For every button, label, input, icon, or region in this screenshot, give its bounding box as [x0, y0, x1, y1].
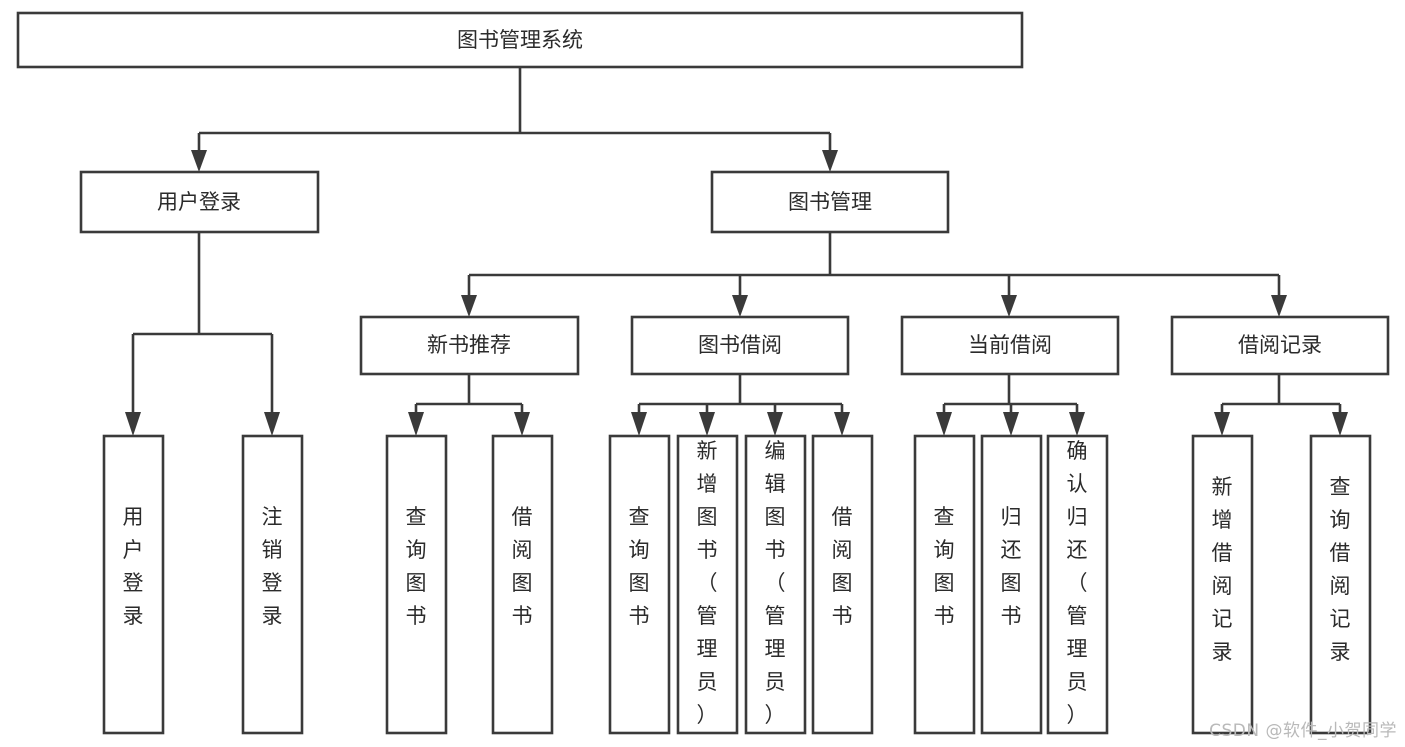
connector-layer	[125, 67, 1348, 436]
node-label-leaf-query-borrow-record: 查询借阅记录	[1330, 475, 1351, 664]
node-leaf-logout[interactable]: 注销登录	[241, 434, 304, 735]
arrow-head-icon	[1003, 412, 1019, 436]
node-leaf-return-book[interactable]: 归还图书	[980, 434, 1043, 735]
node-leaf-user-login[interactable]: 用户登录	[102, 434, 165, 735]
node-box	[359, 315, 580, 376]
arrow-head-icon	[822, 150, 838, 172]
node-book-borrow[interactable]: 图书借阅	[630, 315, 850, 376]
node-label-leaf-query-book: 查询图书	[934, 505, 955, 628]
node-leaf-query-borrow-record[interactable]: 查询借阅记录	[1309, 434, 1372, 735]
node-label-root: 图书管理系统	[457, 28, 583, 52]
node-label-leaf-borrow-book: 借阅图书	[832, 505, 853, 628]
node-label-borrow-record: 借阅记录	[1238, 333, 1322, 357]
node-box	[1046, 434, 1109, 735]
node-box	[913, 434, 976, 735]
arrow-head-icon	[1332, 412, 1348, 436]
node-label-leaf-query-book: 查询图书	[629, 505, 650, 628]
node-label-user-login: 用户登录	[157, 190, 241, 214]
node-box	[79, 170, 320, 234]
node-box	[102, 434, 165, 735]
arrow-head-icon	[936, 412, 952, 436]
arrow-head-icon	[732, 295, 748, 317]
node-label-leaf-return-book: 归还图书	[1001, 505, 1022, 628]
node-label-leaf-user-login: 用户登录	[123, 505, 144, 628]
node-label-leaf-edit-book: 编辑图书（管理员）	[765, 439, 786, 727]
node-box	[16, 11, 1024, 69]
arrow-head-icon	[125, 412, 141, 436]
node-borrow-record[interactable]: 借阅记录	[1170, 315, 1390, 376]
node-leaf-query-book-1[interactable]: 查询图书	[385, 434, 448, 735]
node-label-book-management: 图书管理	[788, 190, 872, 214]
node-box	[630, 315, 850, 376]
arrow-head-icon	[461, 295, 477, 317]
arrow-head-icon	[1001, 295, 1017, 317]
node-label-leaf-query-book: 查询图书	[406, 505, 427, 628]
arrow-head-icon	[514, 412, 530, 436]
node-label-leaf-borrow-book: 借阅图书	[512, 505, 533, 628]
arrow-head-icon	[699, 412, 715, 436]
node-label-leaf-logout: 注销登录	[262, 505, 283, 628]
arrow-head-icon	[1214, 412, 1230, 436]
arrow-head-icon	[1271, 295, 1287, 317]
node-leaf-query-book-3[interactable]: 查询图书	[913, 434, 976, 735]
node-box	[608, 434, 671, 735]
node-user-login[interactable]: 用户登录	[79, 170, 320, 234]
node-box	[811, 434, 874, 735]
arrow-head-icon	[767, 412, 783, 436]
node-label-leaf-confirm-return: 确认归还（管理员）	[1067, 439, 1088, 727]
node-leaf-confirm-return[interactable]: 确认归还（管理员）	[1046, 434, 1109, 735]
node-box	[744, 434, 807, 735]
node-box	[1309, 434, 1372, 735]
node-box	[900, 315, 1120, 376]
arrow-head-icon	[191, 150, 207, 172]
arrow-head-icon	[631, 412, 647, 436]
node-box	[1170, 315, 1390, 376]
node-leaf-borrow-book-2[interactable]: 借阅图书	[811, 434, 874, 735]
arrow-head-icon	[1069, 412, 1085, 436]
node-book-management[interactable]: 图书管理	[710, 170, 950, 234]
node-label-leaf-add-book: 新增图书（管理员）	[697, 439, 718, 727]
node-box	[710, 170, 950, 234]
node-new-book-recommend[interactable]: 新书推荐	[359, 315, 580, 376]
node-box	[676, 434, 739, 735]
node-box	[385, 434, 448, 735]
node-label-leaf-add-borrow-record: 新增借阅记录	[1212, 475, 1233, 664]
node-label-new-book-recommend: 新书推荐	[427, 333, 511, 357]
node-box	[241, 434, 304, 735]
arrow-head-icon	[408, 412, 424, 436]
node-leaf-query-book-2[interactable]: 查询图书	[608, 434, 671, 735]
node-box	[491, 434, 554, 735]
arrow-head-icon	[264, 412, 280, 436]
csdn-watermark: CSDN @软件_小贺同学	[1209, 721, 1397, 741]
node-root-system[interactable]: 图书管理系统	[16, 11, 1024, 69]
node-leaf-add-borrow-record[interactable]: 新增借阅记录	[1191, 434, 1254, 735]
node-box	[1191, 434, 1254, 735]
arrow-head-icon	[834, 412, 850, 436]
node-leaf-borrow-book-1[interactable]: 借阅图书	[491, 434, 554, 735]
node-label-book-borrow: 图书借阅	[698, 333, 782, 357]
node-label-current-borrow: 当前借阅	[968, 333, 1052, 357]
node-current-borrow[interactable]: 当前借阅	[900, 315, 1120, 376]
node-leaf-edit-book[interactable]: 编辑图书（管理员）	[744, 434, 807, 735]
node-leaf-add-book[interactable]: 新增图书（管理员）	[676, 434, 739, 735]
node-box	[980, 434, 1043, 735]
